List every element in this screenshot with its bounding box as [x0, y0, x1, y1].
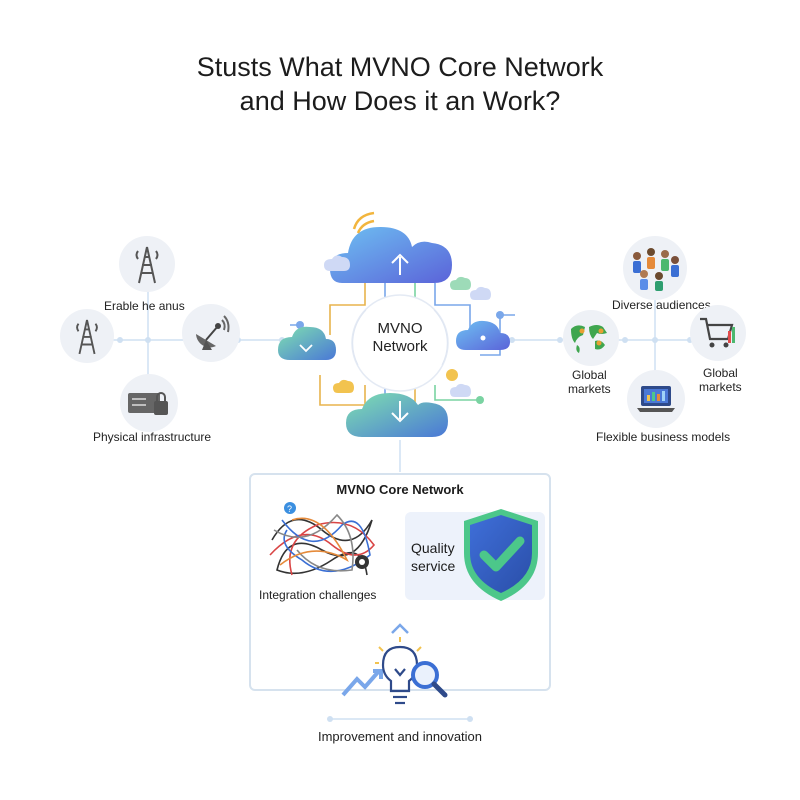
cell-tower-icon: [119, 236, 175, 292]
world-map-icon: [563, 310, 619, 366]
shopping-cart-icon: [690, 305, 746, 361]
improvement-innovation-label: Improvement and innovation: [317, 729, 483, 744]
tangled-wires-icon: ?: [269, 502, 376, 576]
integration-challenges-label: Integration challenges: [259, 588, 377, 602]
satellite-dish-icon: [182, 304, 240, 362]
center-line-2: Network: [372, 338, 428, 355]
cell-tower-icon: [60, 309, 114, 363]
lightbulb-magnifier-icon: [341, 623, 448, 705]
people-icon: [623, 236, 687, 300]
server-lock-icon: [120, 374, 178, 432]
quality-service-label: Quality service: [411, 540, 456, 574]
page-title: Stusts What MVNO Core Network and How Do…: [0, 50, 800, 118]
laptop-icon: [627, 370, 685, 428]
physical-infrastructure-label: Physical infrastructure: [93, 430, 212, 444]
center-line-1: MVNO: [377, 320, 423, 337]
flexible-business-models-label: Flexible business models: [596, 430, 731, 444]
mvno-network-diagram: [278, 211, 515, 437]
enable-label: Erable he anus: [104, 299, 185, 313]
global-markets-right-label: Global markets: [699, 366, 742, 394]
title-line-1: Stusts What MVNO Core Network: [196, 52, 604, 82]
title-line-2: and How Does it an Work?: [239, 86, 561, 116]
svg-text:?: ?: [287, 504, 292, 514]
diverse-audiences-label: Diverse audiences: [612, 298, 711, 312]
shield-check-icon: [464, 509, 538, 601]
global-markets-left-label: Global markets: [568, 368, 611, 396]
panel-title: MVNO Core Network: [336, 482, 464, 497]
center-network-label: MVNO Network: [360, 320, 440, 356]
